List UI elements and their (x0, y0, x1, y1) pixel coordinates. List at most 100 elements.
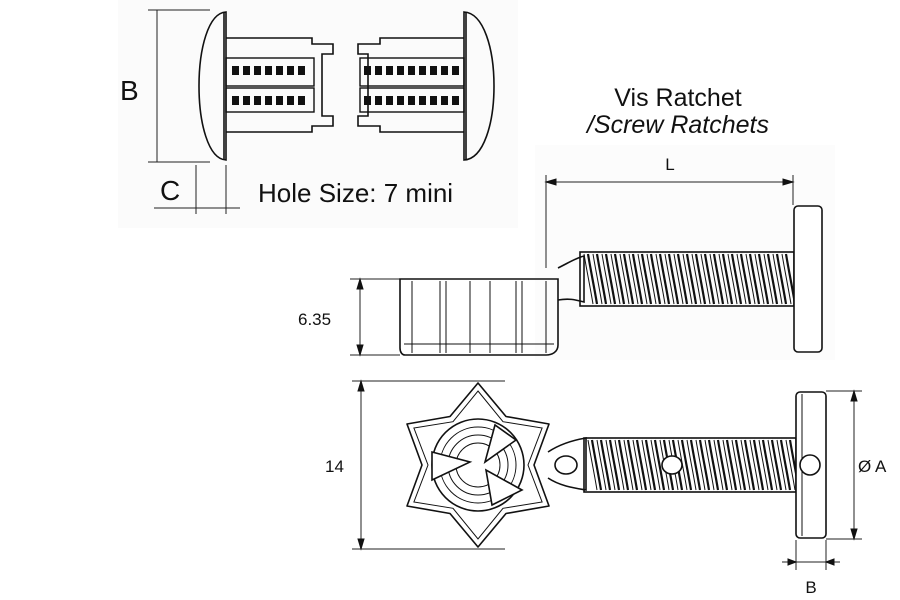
label-6-35: 6.35 (298, 310, 331, 329)
thread-line (757, 253, 770, 305)
thread-line (691, 253, 702, 305)
rivet-tooth (276, 96, 283, 105)
thread-line (689, 439, 702, 491)
rivet-tooth (243, 66, 250, 75)
rivet-tooth (386, 96, 393, 105)
rivet-right-shank (357, 37, 464, 133)
rivet-tooth (232, 66, 239, 75)
label-diameter-a: Ø A (858, 457, 887, 476)
rivet-tooth (452, 96, 459, 105)
thread-line (613, 253, 626, 305)
rivet-tooth (386, 66, 393, 75)
star-knob (406, 382, 550, 548)
thread-line (703, 253, 716, 305)
rivet-tooth (397, 96, 404, 105)
thread-line (596, 439, 607, 491)
rivet-tooth (397, 66, 404, 75)
thread-line (700, 253, 711, 305)
hole-size-label: Hole Size: 7 mini (258, 178, 453, 208)
rivet-tooth (298, 96, 305, 105)
thread-line (605, 439, 616, 491)
rivet-tooth (408, 66, 415, 75)
thread-line (628, 253, 639, 305)
rivet-tooth (375, 96, 382, 105)
thread-line (650, 439, 661, 491)
thread-line (709, 253, 720, 305)
thread-line (592, 253, 603, 305)
rivet-tooth (452, 66, 459, 75)
thread-line (644, 439, 657, 491)
thread-line (622, 253, 635, 305)
thread-line (772, 253, 783, 305)
rivet-tooth (265, 66, 272, 75)
thread-line (766, 253, 779, 305)
label-b-bottom: B (805, 578, 816, 597)
screw-top-view: 14 Ø A B (325, 379, 887, 597)
thread-line (785, 439, 796, 491)
thread-line (763, 253, 774, 305)
thread-line (673, 253, 684, 305)
thread-line (721, 253, 734, 305)
thread-line (686, 439, 697, 491)
rivet-right-teeth (364, 66, 459, 105)
thread-line (604, 253, 617, 305)
thread-line (623, 439, 634, 491)
rivet-right-head (463, 11, 495, 161)
thread-line (716, 439, 729, 491)
thread-line (727, 253, 738, 305)
rivet-tooth (364, 96, 371, 105)
thread-line (614, 439, 625, 491)
thread-line (676, 253, 689, 305)
knob-side (399, 278, 559, 356)
thread-line (743, 439, 756, 491)
thread-line (595, 253, 608, 305)
rivet-tooth (419, 66, 426, 75)
thread-line (718, 253, 729, 305)
thread-line (640, 253, 653, 305)
thread-line (749, 439, 760, 491)
rivet-tooth (364, 66, 371, 75)
rivet-tooth (232, 96, 239, 105)
rivet-tooth (254, 96, 261, 105)
thread-line (776, 439, 787, 491)
thread-line (761, 439, 774, 491)
thread-line (685, 253, 698, 305)
thread-line (725, 439, 738, 491)
rivet-tooth (298, 66, 305, 75)
thread-line (586, 253, 599, 305)
rivet-top-view: B C Hole Size: 7 mini (120, 9, 495, 214)
thread-line (775, 253, 788, 305)
thread-line (619, 253, 630, 305)
label-c-top: C (160, 175, 180, 206)
thread-line (704, 439, 715, 491)
thread-line (664, 253, 675, 305)
thread-line (632, 439, 643, 491)
thread-line (730, 253, 743, 305)
rivet-tooth (254, 66, 261, 75)
thread-line (617, 439, 630, 491)
thread-line (610, 253, 621, 305)
diagram-title: Vis Ratchet (614, 84, 741, 112)
rivet-tooth (287, 66, 294, 75)
thread-line (713, 439, 724, 491)
thread-line (740, 439, 751, 491)
rivet-tooth (441, 66, 448, 75)
thread-line (770, 439, 783, 491)
thread-line (601, 253, 612, 305)
rivet-tooth (276, 66, 283, 75)
thread-line (712, 253, 725, 305)
rivet-left-head (198, 11, 227, 161)
thread-line (698, 439, 711, 491)
thread-line (695, 439, 706, 491)
rivet-tooth (419, 96, 426, 105)
rivet-tooth (375, 66, 382, 75)
rivet-left-teeth (232, 66, 305, 105)
thread-line (707, 439, 720, 491)
thread-line (658, 253, 671, 305)
thread-line (631, 253, 644, 305)
thread-line (583, 253, 594, 305)
thread-line (752, 439, 765, 491)
screw-side-view: L 6.35 (298, 155, 823, 357)
thread-line (599, 439, 612, 491)
